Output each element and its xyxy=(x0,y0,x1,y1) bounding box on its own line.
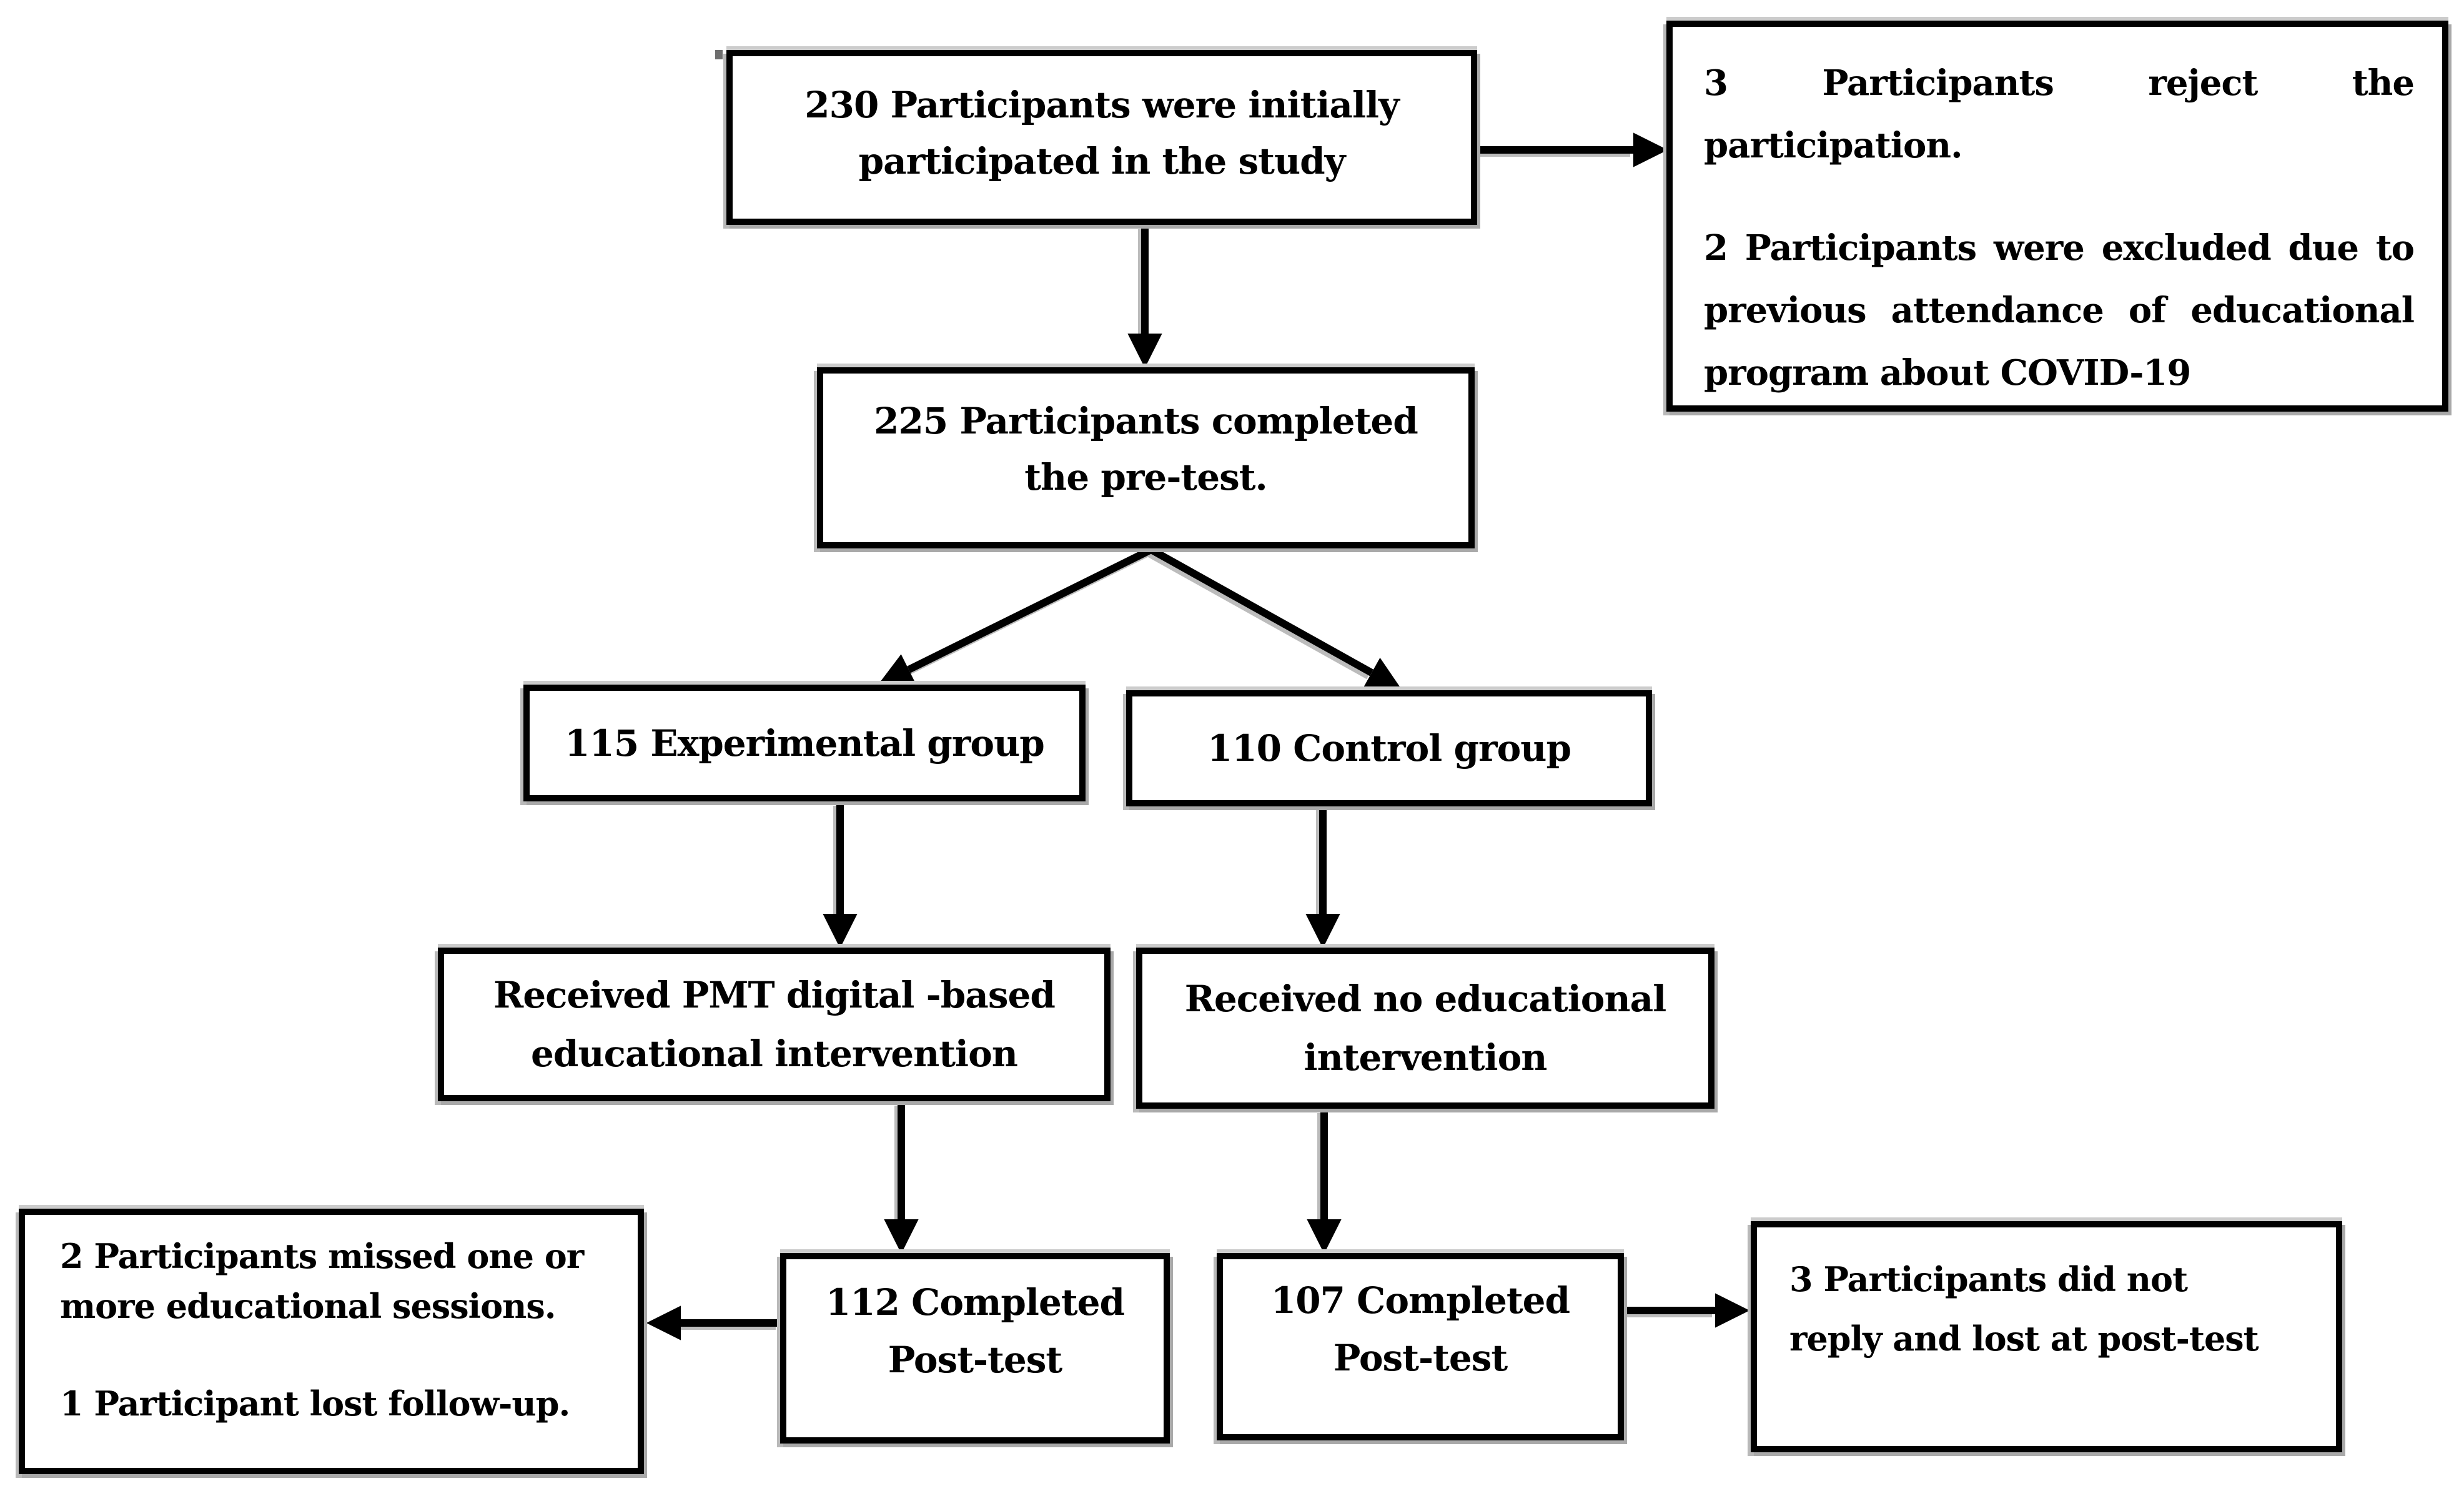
rejection-note-line-2: 2 Participants were excluded due to prev… xyxy=(1704,227,2415,394)
box-posttest-control: 107 Completed Post-test xyxy=(1217,1253,1624,1440)
box-pretest-completed-text: 225 Participants completed the pre-test. xyxy=(874,400,1418,498)
box-experimental-group-text: 115 Experimental group xyxy=(565,721,1045,765)
box-control-group-text: 110 Control group xyxy=(1207,727,1571,770)
box-lost-posttest-note: 3 Participants did not reply and lost at… xyxy=(1751,1221,2342,1452)
box-missed-sessions-note: 2 Participants missed one or more educat… xyxy=(19,1209,644,1474)
box-pmt-intervention-text: Received PMT digital -based educational … xyxy=(493,974,1056,1075)
box-posttest-experimental-text: 112 Completed Post-test xyxy=(825,1280,1125,1381)
rejection-note-line-1: 3 Participants reject the participation. xyxy=(1704,62,2415,166)
box-control-group: 110 Control group xyxy=(1126,690,1652,806)
box-no-intervention: Received no educational intervention xyxy=(1136,948,1714,1109)
box-pretest-completed: 225 Participants completed the pre-test. xyxy=(817,367,1475,548)
box-posttest-control-text: 107 Completed Post-test xyxy=(1270,1279,1570,1379)
arrow-pretest-to-control xyxy=(1149,546,1402,690)
stray-mark xyxy=(715,50,723,59)
box-no-intervention-text: Received no educational intervention xyxy=(1184,978,1667,1079)
box-rejection-note: 3 Participants reject the participation.… xyxy=(1666,21,2448,412)
box-initial-participants: 230 Participants were initially particip… xyxy=(726,50,1477,225)
box-posttest-experimental: 112 Completed Post-test xyxy=(780,1253,1170,1444)
missed-sessions-line-2: 1 Participant lost follow-up. xyxy=(60,1384,570,1424)
box-pmt-intervention: Received PMT digital -based educational … xyxy=(438,948,1111,1101)
box-experimental-group: 115 Experimental group xyxy=(523,685,1086,801)
missed-sessions-line-1: 2 Participants missed one or more educat… xyxy=(60,1236,584,1326)
box-initial-participants-text: 230 Participants were initially particip… xyxy=(804,84,1399,182)
box-lost-posttest-text: 3 Participants did not reply and lost at… xyxy=(1789,1259,2259,1359)
arrow-pretest-to-experimental xyxy=(878,546,1153,685)
